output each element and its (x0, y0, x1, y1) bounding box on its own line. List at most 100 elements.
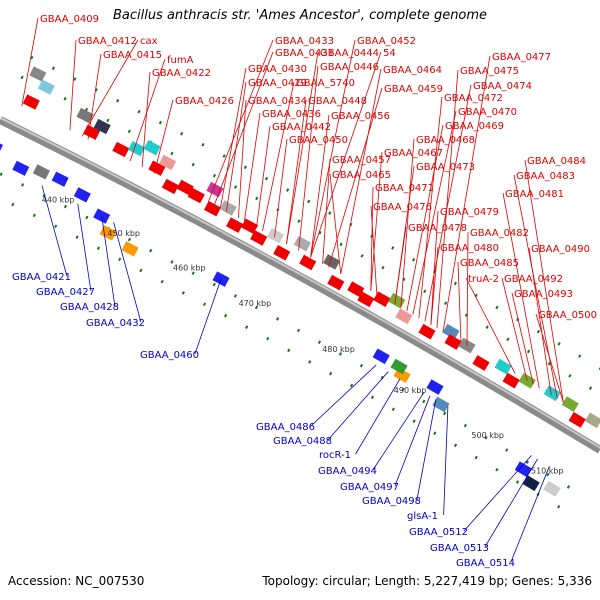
backbone-arc (0, 116, 600, 454)
gene-feature (299, 254, 317, 271)
gene-label-forward: GBAA_0409 (40, 14, 99, 25)
label-leader-line (328, 87, 383, 268)
gene-feature (32, 164, 50, 180)
gene-feature (206, 181, 224, 198)
gene-feature (444, 334, 462, 350)
gene-feature (568, 412, 586, 428)
label-leader-line (430, 210, 439, 325)
gene-label-forward: GBAA_0490 (531, 244, 590, 255)
label-leader-line (101, 216, 116, 307)
gene-label-reverse: GBAA_0514 (456, 558, 515, 569)
gene-label-reverse: GBAA_0421 (12, 272, 71, 283)
gene-feature (161, 178, 179, 195)
label-leader-line (340, 68, 382, 274)
gene-label-forward: GBAA_0475 (460, 66, 519, 77)
gene-label-forward: GBAA_0450 (289, 135, 348, 146)
label-leader-line (207, 39, 274, 203)
label-leader-line (141, 71, 151, 168)
gene-label-forward: GBAA_0464 (383, 65, 442, 76)
topology-text: Topology: circular; Length: 5,227,419 bp… (262, 574, 592, 588)
gene-label-reverse: rocR-1 (319, 450, 351, 461)
gene-label-forward: 54 (383, 48, 396, 59)
gene-feature (395, 308, 413, 325)
gene-feature (51, 171, 69, 187)
label-leader-line (535, 313, 564, 403)
label-leader-line (513, 174, 558, 399)
tick-label: 460 kbp (173, 264, 206, 273)
gene-feature (73, 187, 91, 203)
gene-feature (240, 218, 259, 234)
accession-text: Accession: NC_007530 (8, 574, 145, 588)
tick-label: 470 kbp (239, 299, 272, 308)
gene-label-forward: GBAA_0444 (320, 48, 379, 59)
label-leader-line (416, 399, 437, 501)
gene-feature (372, 348, 390, 365)
label-leader-line (77, 203, 92, 292)
label-leader-line (238, 99, 247, 219)
tick-label: 440 kbp (42, 195, 75, 204)
gene-feature (584, 412, 600, 429)
label-leader-line (274, 138, 288, 238)
gene-feature (390, 358, 408, 375)
gene-label-forward: GBAA_0429 (248, 78, 307, 89)
label-leader-line (355, 378, 401, 455)
gene-label-forward: GBAA_0446 (320, 62, 379, 73)
label-leader-line (322, 158, 331, 264)
tick-label: 480 kbp (322, 345, 355, 354)
label-leader-line (394, 395, 431, 487)
gene-feature (148, 160, 166, 176)
gene-feature (514, 461, 532, 478)
gene-label-forward: GBAA_0500 (538, 310, 597, 321)
label-leader-line (310, 114, 330, 258)
gene-feature (203, 200, 222, 217)
backbone (0, 116, 600, 454)
gene-feature (522, 475, 540, 492)
gene-feature (76, 107, 94, 124)
gene-label-forward: GBAA_0456 (331, 111, 390, 122)
gene-label-reverse: GBAA_0432 (86, 318, 145, 329)
gene-label-forward: GBAA_0478 (408, 223, 467, 234)
gene-label-reverse: GBAA_0498 (362, 496, 421, 507)
label-leader-line (418, 96, 443, 318)
label-leader-line (372, 392, 425, 471)
label-leader-line (244, 112, 261, 222)
label-leader-line (484, 458, 538, 548)
label-leader-line (310, 51, 382, 258)
gene-label-forward: GBAA_0472 (444, 93, 503, 104)
label-leader-line (400, 138, 415, 308)
gene-label-forward: GBAA_0473 (416, 162, 475, 173)
gene-label-forward: GBAA_0459 (384, 84, 443, 95)
label-leader-line (443, 406, 449, 516)
gene-label-forward: GBAA_0484 (527, 156, 586, 167)
label-leader-line (510, 466, 550, 563)
label-leader-line (226, 81, 247, 212)
gene-feature (273, 245, 291, 261)
gene-label-forward: GBAA_0482 (470, 228, 529, 239)
gene-label-forward: GBAA_0492 (504, 274, 563, 285)
gene-feature (543, 385, 561, 402)
gene-label-forward: GBAA_0474 (473, 81, 532, 92)
label-leader-line (424, 84, 472, 322)
gene-label-forward: GBAA_0452 (357, 36, 416, 47)
gene-label-reverse: GBAA_0497 (340, 482, 399, 493)
gene-feature (83, 124, 101, 140)
label-leader-line (406, 124, 444, 312)
gene-label-forward: GBAA_0426 (175, 96, 234, 107)
gene-label-reverse: GBAA_0488 (273, 436, 332, 447)
label-leader-line (286, 99, 307, 245)
tick-label: 490 kbp (394, 386, 427, 395)
gene-label-forward: GBAA_0434 (248, 96, 307, 107)
gene-label-forward: GBAA_0493 (514, 289, 573, 300)
label-leader-line (394, 226, 407, 305)
label-leader-line (370, 205, 378, 295)
gene-label-reverse: GBAA_0427 (36, 287, 95, 298)
label-leader-line (194, 278, 222, 355)
gene-label-forward: GBAA_0481 (505, 189, 564, 200)
gene-label-forward: GBAA_0477 (492, 52, 551, 63)
label-leader-line (370, 151, 383, 291)
gene-feature (494, 358, 512, 375)
label-leader-line (436, 69, 459, 329)
gene-features (0, 66, 600, 497)
gene-label-forward: GBAA_0469 (445, 121, 504, 132)
